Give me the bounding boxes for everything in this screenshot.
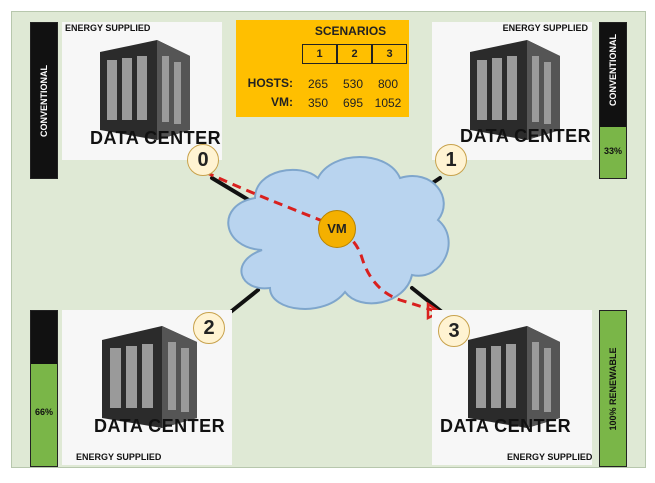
datacenter-2-label: DATA CENTER	[94, 416, 226, 436]
energy-supplied-label-2: ENERGY SUPPLIED	[76, 452, 162, 462]
energy-supplied-label-3: ENERGY SUPPLIED	[507, 452, 593, 462]
renewable-fill-2	[31, 363, 57, 466]
energy-bar-1: CONVENTIONAL 33%	[599, 22, 627, 179]
energy-bar-1-percent: 33%	[603, 146, 622, 156]
energy-bar-2-percent: 66%	[34, 407, 53, 417]
datacenter-0-label: DATA CENTER	[90, 128, 222, 148]
datacenter-1: ENERGY SUPPLIED DATA CENTER	[432, 22, 592, 160]
energy-bar-0: CONVENTIONAL	[30, 22, 58, 179]
energy-bar-3-label: 100% RENEWABLE	[608, 346, 618, 431]
hosts-row-label: HOSTS:	[247, 76, 293, 90]
scenario-header-2: 2	[337, 44, 372, 64]
vm-row-label: VM:	[271, 95, 293, 109]
vm-value-1: 350	[307, 96, 329, 110]
scenario-header-3: 3	[372, 44, 407, 64]
datacenter-3-label: DATA CENTER	[440, 416, 572, 436]
building-icon	[102, 326, 197, 428]
scenarios-table: SCENARIOS 1 2 3 HOSTS: 265 530 800 VM: 3…	[236, 20, 409, 117]
datacenter-1-label: DATA CENTER	[460, 126, 592, 146]
node-3: 3	[438, 315, 470, 347]
hosts-value-2: 530	[342, 77, 364, 91]
datacenter-3: DATA CENTER ENERGY SUPPLIED	[432, 310, 592, 465]
hosts-value-3: 800	[377, 77, 399, 91]
energy-bar-0-label: CONVENTIONAL	[39, 64, 49, 137]
energy-supplied-label-1: ENERGY SUPPLIED	[502, 23, 588, 33]
vm-value-2: 695	[342, 96, 364, 110]
node-2: 2	[193, 312, 225, 344]
energy-bar-2: 66%	[30, 310, 58, 467]
link-3	[410, 286, 444, 314]
node-0: 0	[187, 144, 219, 176]
building-icon	[470, 40, 560, 140]
renewable-fill-3	[600, 311, 626, 466]
energy-supplied-label-0: ENERGY SUPPLIED	[65, 23, 151, 33]
scenarios-title: SCENARIOS	[314, 24, 387, 38]
hosts-value-1: 265	[307, 77, 329, 91]
vm-node: VM	[318, 210, 356, 248]
energy-bar-1-label: CONVENTIONAL	[608, 33, 618, 106]
node-1: 1	[435, 144, 467, 176]
scenario-header-1: 1	[302, 44, 337, 64]
building-icon	[100, 40, 190, 140]
vm-value-3: 1052	[374, 96, 402, 110]
datacenter-0: ENERGY SUPPLIED DATA CENTER	[62, 22, 222, 160]
energy-bar-3: 100% RENEWABLE	[599, 310, 627, 467]
building-icon	[468, 326, 560, 428]
renewable-fill-1	[600, 126, 626, 178]
